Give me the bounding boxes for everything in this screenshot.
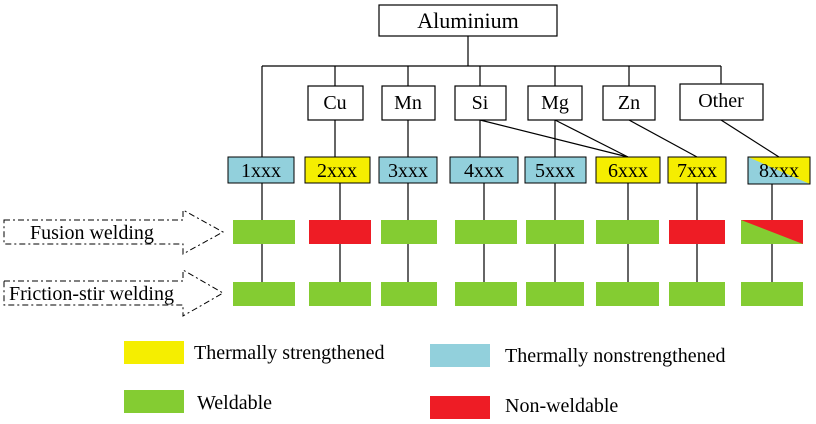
fusion-8xxx-mixed [741,220,803,244]
fsw-7xxx-weldable [669,282,725,306]
friction-stir-welding-arrow [3,269,225,317]
legend-swatch-non-weldable [430,396,490,419]
fusion-5xxx-weldable [526,220,584,244]
process-row-friction-stir-welding: Friction-stir welding [3,269,225,317]
fsw-4xxx-weldable [455,282,517,306]
fsw-3xxx-weldable [381,282,437,306]
element-other: Other [679,83,764,121]
element-other-label: Other [698,90,744,112]
series-7xxx-label: 7xxx [677,160,717,182]
series-8xxx-label: 8xxx [759,160,799,182]
legend-swatch-weldable [124,390,184,413]
legend-swatch-thermally-nonstrengthened [430,344,490,367]
series-2xxx: 2xxx [304,156,371,184]
fsw-8xxx-weldable [741,282,803,306]
fusion-welding-results [233,220,803,244]
fsw-2xxx-weldable [309,282,371,306]
series-4xxx-label: 4xxx [464,160,504,182]
fusion-welding-label: Fusion welding [30,222,154,244]
series-4xxx: 4xxx [449,156,519,184]
series-1xxx: 1xxx [227,156,295,184]
element-cu: Cu [307,85,364,121]
element-si-label: Si [472,92,489,114]
series-3xxx-label: 3xxx [388,160,428,182]
series-8xxx: 8xxx [747,156,811,185]
fusion-3xxx-weldable [381,220,437,244]
aluminium-root-label: Aluminium [417,8,518,33]
fusion-welding-arrow [3,209,225,255]
alloying-elements: Cu Mn Si Mg Zn Other [307,83,764,121]
fusion-4xxx-weldable [455,220,517,244]
legend-label-thermally-nonstrengthened: Thermally nonstrengthened [505,345,726,367]
friction-stir-results [233,282,803,306]
series-5xxx-label: 5xxx [535,160,575,182]
series-1xxx-label: 1xxx [241,160,281,182]
series-6xxx-label: 6xxx [608,160,648,182]
element-mg-label: Mg [541,92,569,114]
series-5xxx: 5xxx [524,156,587,184]
legend-label-weldable: Weldable [197,392,273,414]
alloy-series: 1xxx 2xxx 3xxx 4xxx 5xxx 6xxx 7xxx [227,156,811,185]
element-mg: Mg [527,85,583,121]
element-zn: Zn [602,85,656,121]
aluminium-root: Aluminium [378,4,558,37]
legend-label-non-weldable: Non-weldable [505,395,619,417]
fusion-2xxx-non-weldable [309,220,371,244]
fsw-1xxx-weldable [233,282,295,306]
fusion-1xxx-weldable [233,220,295,244]
fsw-6xxx-weldable [596,282,659,306]
process-row-fusion-welding: Fusion welding [3,209,225,255]
series-3xxx: 3xxx [378,156,438,184]
series-7xxx: 7xxx [667,156,727,184]
element-zn-label: Zn [618,92,640,114]
element-cu-label: Cu [323,92,346,114]
series-6xxx: 6xxx [595,156,661,184]
legend-label-thermally-strengthened: Thermally strengthened [194,342,385,364]
element-si: Si [454,85,507,121]
fusion-6xxx-weldable [596,220,659,244]
fusion-7xxx-non-weldable [669,220,725,244]
element-mn: Mn [381,85,436,121]
legend-swatch-thermally-strengthened [124,341,184,364]
series-2xxx-label: 2xxx [317,160,357,182]
element-mn-label: Mn [394,92,422,114]
friction-stir-welding-label: Friction-stir welding [9,283,174,305]
fsw-5xxx-weldable [526,282,584,306]
